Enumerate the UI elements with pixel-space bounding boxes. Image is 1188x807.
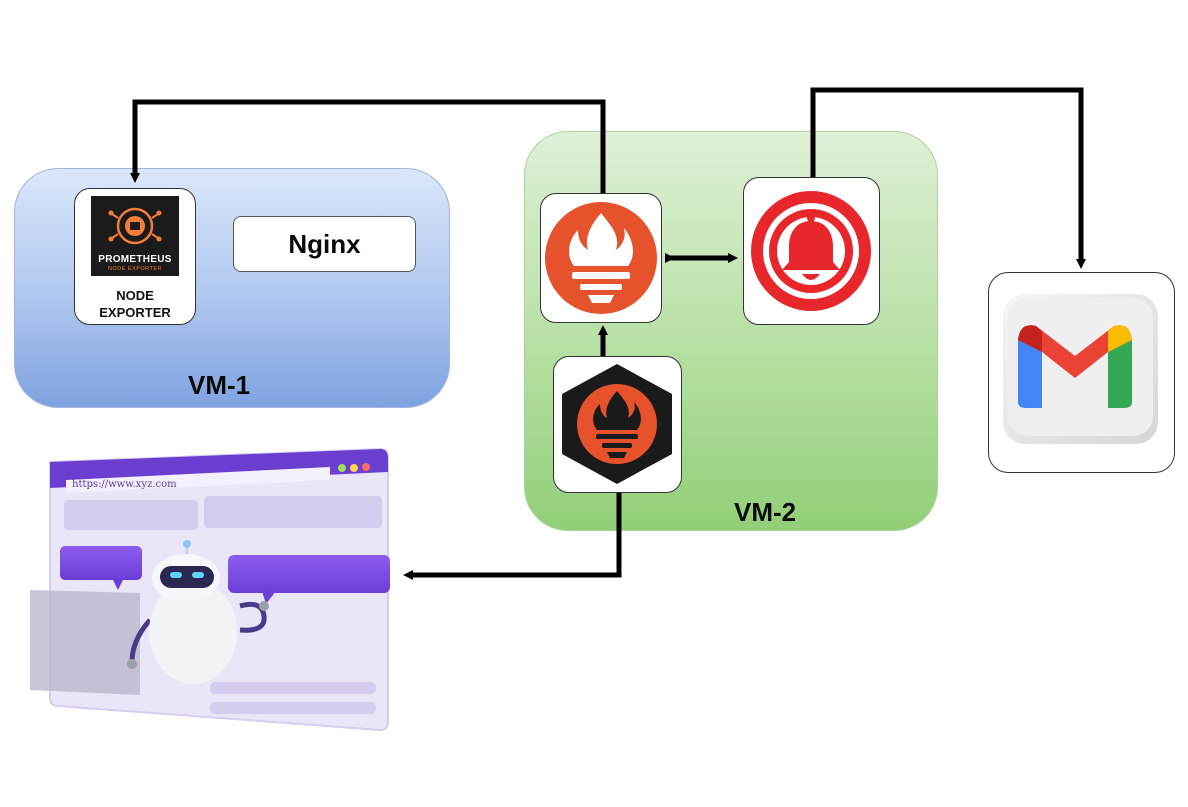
gmail-icon [1003, 294, 1158, 444]
vm-1-label: VM-1 [188, 370, 251, 400]
node-exporter-label: NODE EXPORTER [99, 288, 171, 320]
node-exporter-logo-subtitle: NODE EXPORTER [107, 266, 163, 272]
robot-browser-illustration [30, 447, 390, 732]
prometheus-icon [545, 202, 657, 314]
arrow-alertmanager-to-gmail [810, 87, 1086, 269]
grafana-style-hex-icon [562, 364, 672, 484]
vm-2-label: VM-2 [734, 497, 797, 527]
browser-url-bar: https://www.xyz.com [72, 479, 177, 490]
node-exporter-logo-title: PROMETHEUS [98, 254, 172, 265]
arrow-prometheus-to-node-exporter [130, 99, 606, 193]
arrow-hex-to-browser [403, 493, 622, 580]
alertmanager-bell-icon [751, 191, 871, 311]
nginx-box: Nginx [233, 216, 416, 272]
